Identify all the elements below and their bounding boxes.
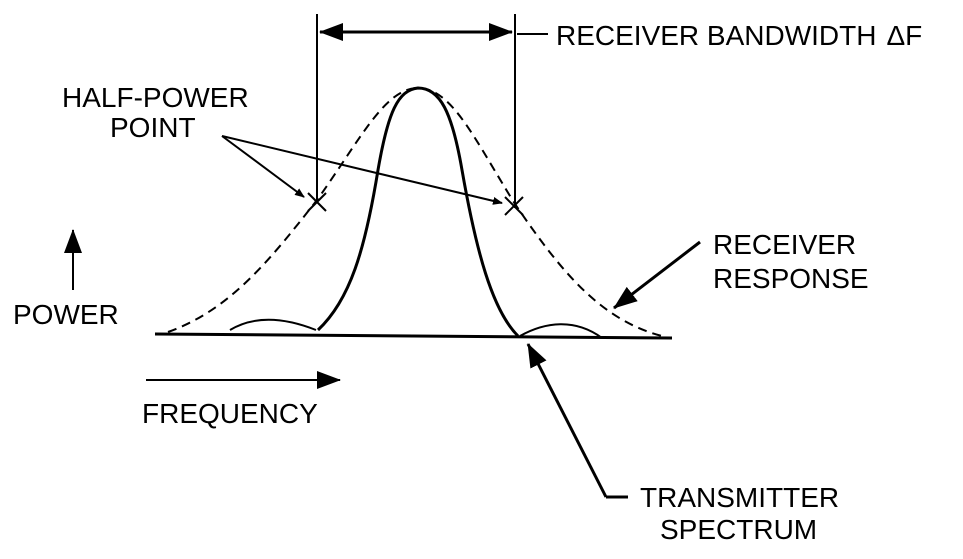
power-label: POWER xyxy=(13,299,119,330)
half-power-label-line2: POINT xyxy=(110,112,196,143)
receiver-response-label-line1: RECEIVER xyxy=(713,229,856,260)
receiver-response-arrow xyxy=(613,240,701,310)
transmitter-side-lobe-left xyxy=(229,318,317,331)
transmitter-side-lobe-right xyxy=(519,323,603,339)
half-power-arrow-left xyxy=(221,135,305,198)
baseline-axis xyxy=(154,332,673,340)
transmitter-spectrum-label-line1: TRANSMITTER xyxy=(640,482,839,513)
transmitter-spectrum-arrow xyxy=(526,343,608,498)
half-power-label-line1: HALF-POWER xyxy=(62,82,249,113)
receiver-response-curve xyxy=(167,86,663,337)
receiver-response-label-line2: RESPONSE xyxy=(713,263,869,294)
transmitter-spectrum-label-line2: SPECTRUM xyxy=(660,514,817,545)
frequency-label: FREQUENCY xyxy=(142,398,318,429)
transmitter-spectrum-main-lobe xyxy=(316,86,520,338)
half-power-arrow-right xyxy=(221,135,503,205)
